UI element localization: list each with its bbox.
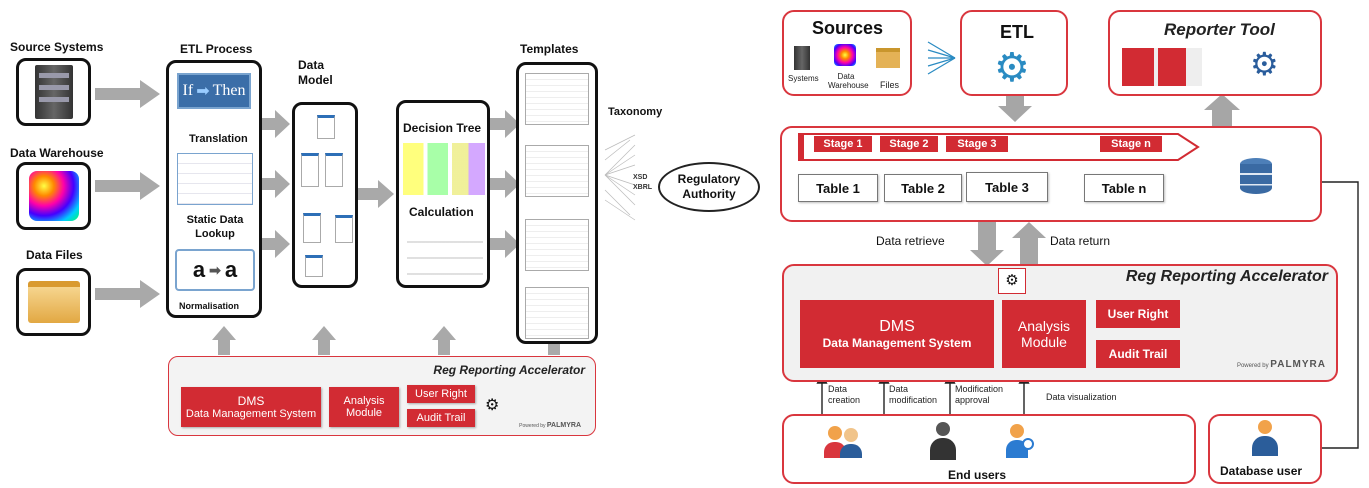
gears-icon: ⚙ <box>998 268 1026 294</box>
left-powered-by: Powered by PALMYRA <box>519 422 581 429</box>
document-gear-icon: ⚙ <box>1250 46 1279 82</box>
flow-data-visualization: Data visualization <box>1046 392 1117 402</box>
right-flow-arrows <box>970 94 1240 266</box>
cube-icon <box>834 44 856 66</box>
right-audit-trail-box[interactable]: Audit Trail <box>1096 340 1180 368</box>
right-dms-box[interactable]: DMS Data Management System <box>800 300 994 368</box>
right-accelerator-panel: ⚙ Reg Reporting Accelerator DMS Data Man… <box>782 264 1338 382</box>
source-systems-box <box>16 58 91 126</box>
data-warehouse-box <box>16 162 91 230</box>
gear-icon: ⚙ <box>994 46 1030 90</box>
right-powered-by: Powered by PALMYRA <box>1236 359 1326 370</box>
source-systems-label: Source Systems <box>10 40 104 54</box>
database-user-panel: Database user <box>1208 414 1322 484</box>
left-user-right-box[interactable]: User Right <box>407 385 475 403</box>
files-label: Files <box>880 80 900 90</box>
left-accelerator-panel: Reg Reporting Accelerator DMS Data Manag… <box>168 356 596 436</box>
data-warehouse-label: Data Warehouse <box>10 146 104 160</box>
stage-1[interactable]: Stage 1 <box>814 136 872 152</box>
left-dms-box[interactable]: DMS Data Management System <box>181 387 321 427</box>
templates-panel <box>516 62 598 344</box>
staging-panel: Stage 1 Stage 2 Stage 3 Stage n Table 1 … <box>780 126 1322 222</box>
group-users-icon <box>824 424 864 460</box>
cube-icon <box>28 171 79 221</box>
decision-tree-panel: Decision Tree Calculation <box>396 100 490 288</box>
stage-n[interactable]: Stage n <box>1100 136 1162 152</box>
data-files-box <box>16 268 91 336</box>
normalisation-label: Normalisation <box>179 301 240 311</box>
database-user-label: Database user <box>1220 464 1303 478</box>
static-data-lookup-label: Static Data Lookup <box>186 214 244 240</box>
taxonomy-tree <box>604 134 636 221</box>
xbrl-label: XBRL <box>633 184 653 191</box>
data-model-panel <box>292 102 358 288</box>
flow-data-creation: Data creation <box>828 384 861 405</box>
sources-title: Sources <box>812 18 884 38</box>
decision-tree-graphic <box>403 143 485 195</box>
end-users-panel: End users <box>782 414 1196 484</box>
regulatory-authority-cloud: Regulatory Authority <box>658 162 760 212</box>
calculation-label: Calculation <box>409 205 474 219</box>
report-flow-icon <box>1122 48 1202 86</box>
calculation-formulas <box>407 227 483 279</box>
table-1[interactable]: Table 1 <box>798 174 878 202</box>
translation-label: Translation <box>189 133 248 145</box>
flow-modification-approval: Modification approval <box>955 384 1004 405</box>
data-model-label: Data Model <box>298 58 333 87</box>
templates-label: Templates <box>520 42 579 56</box>
server-icon <box>34 65 73 119</box>
folder-icon <box>27 281 80 323</box>
right-user-right-box[interactable]: User Right <box>1096 300 1180 328</box>
left-accelerator-title: Reg Reporting Accelerator <box>433 363 585 377</box>
translation-table <box>177 153 253 205</box>
left-audit-trail-box[interactable]: Audit Trail <box>407 409 475 427</box>
systems-label: Systems <box>788 74 819 83</box>
data-warehouse-small-label: Data Warehouse <box>828 72 869 90</box>
flow-data-modification: Data modification <box>889 384 938 405</box>
reporter-tool-title: Reporter Tool <box>1164 20 1275 39</box>
etl-process-label: ETL Process <box>180 42 253 56</box>
stage-2[interactable]: Stage 2 <box>880 136 938 152</box>
search-user-icon <box>1006 424 1040 460</box>
etl-panel: ETL ⚙ <box>960 10 1068 96</box>
data-files-label: Data Files <box>26 248 83 262</box>
end-users-label: End users <box>948 468 1007 482</box>
table-3[interactable]: Table 3 <box>966 172 1048 202</box>
etl-fan <box>927 41 956 75</box>
etl-process-panel: If➡Then Translation Static Data Lookup a… <box>166 60 262 318</box>
data-retrieve-label: Data retrieve <box>876 234 945 248</box>
right-accelerator-title: Reg Reporting Accelerator <box>1125 268 1328 285</box>
reporter-tool-panel: Reporter Tool ⚙ <box>1108 10 1322 96</box>
if-then-card: If➡Then <box>177 73 251 109</box>
sources-panel: Sources Systems Data Warehouse Files <box>782 10 912 96</box>
data-return-label: Data return <box>1050 234 1111 248</box>
right-analysis-box[interactable]: Analysis Module <box>1002 300 1086 368</box>
server-icon <box>794 46 810 70</box>
gears-icon: ⚙ <box>485 397 500 414</box>
stage-3[interactable]: Stage 3 <box>946 136 1008 152</box>
folder-icon <box>876 48 900 68</box>
decision-tree-label: Decision Tree <box>403 121 482 135</box>
taxonomy-label: Taxonomy <box>608 106 663 118</box>
xsd-label: XSD <box>633 174 648 181</box>
business-user-icon <box>930 422 956 462</box>
normalisation-card: a➡a <box>175 249 255 291</box>
etl-title: ETL <box>1000 22 1034 42</box>
table-n[interactable]: Table n <box>1084 174 1164 202</box>
database-icon <box>1240 158 1272 198</box>
table-2[interactable]: Table 2 <box>884 174 962 202</box>
left-analysis-box[interactable]: Analysis Module <box>329 387 399 427</box>
database-user-icon <box>1252 420 1278 456</box>
